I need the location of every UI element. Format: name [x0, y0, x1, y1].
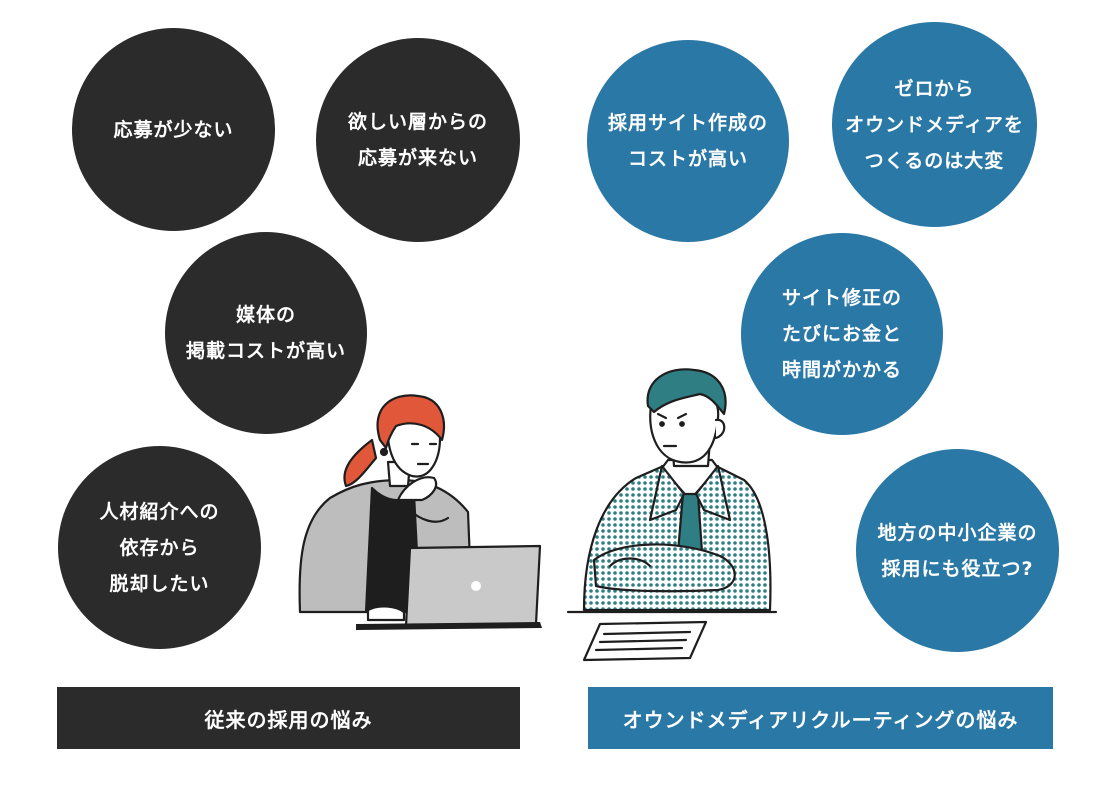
label-text: 従来の採用の悩み: [204, 707, 373, 732]
concern-bubble-media-cost: 媒体の 掲載コストが高い: [165, 232, 367, 434]
concern-bubble-agency-dependence: 人材紹介への 依存から 脱却したい: [58, 446, 261, 649]
bubble-text: コストが高い: [627, 148, 748, 170]
label-text: オウンドメディアリクルーティングの悩み: [622, 707, 1019, 732]
bubble-text: 人材紹介への: [99, 500, 220, 523]
concern-bubble-site-cost: 採用サイト作成の コストが高い: [587, 40, 789, 242]
bubble-text: 採用サイト作成の: [607, 112, 768, 134]
bubble-text: 依存から: [119, 536, 200, 559]
traditional-recruiting-label: 従来の採用の悩み: [57, 687, 520, 749]
bubble-text: 欲しい層からの: [347, 111, 488, 133]
bubble-text: ゼロから: [894, 77, 975, 100]
bubble-text: 脱却したい: [109, 572, 210, 595]
bubble-text: 応募が来ない: [357, 147, 478, 169]
concern-bubble-edit-cost: サイト修正の たびにお金と 時間がかかる: [741, 233, 943, 435]
concern-bubble-regional-sme: 地方の中小企業の 採用にも役立つ?: [856, 449, 1059, 652]
bubble-text: サイト修正の: [781, 287, 902, 309]
owned-media-recruiting-label: オウンドメディアリクルーティングの悩み: [588, 687, 1053, 749]
concern-bubble-from-scratch: ゼロから オウンドメディアを つくるのは大変: [832, 22, 1037, 227]
concern-bubble-few-applicants: 応募が少ない: [72, 28, 275, 231]
bubble-text: 応募が少ない: [113, 118, 234, 141]
woman-thinking-illustration: [298, 394, 542, 630]
bubble-text: 採用にも役立つ?: [881, 557, 1034, 580]
bubble-text: 掲載コストが高い: [185, 340, 346, 362]
bubble-text: たびにお金と: [781, 323, 902, 345]
bubble-text: オウンドメディアを: [845, 113, 1024, 136]
bubble-text: 時間がかかる: [781, 359, 902, 381]
concern-bubble-wrong-applicants: 欲しい層からの 応募が来ない: [316, 38, 520, 242]
bubble-text: つくるのは大変: [864, 149, 1005, 172]
bubble-text: 地方の中小企業の: [877, 521, 1038, 544]
man-arms-crossed-illustration: [566, 368, 778, 662]
bubble-text: 媒体の: [235, 304, 296, 326]
